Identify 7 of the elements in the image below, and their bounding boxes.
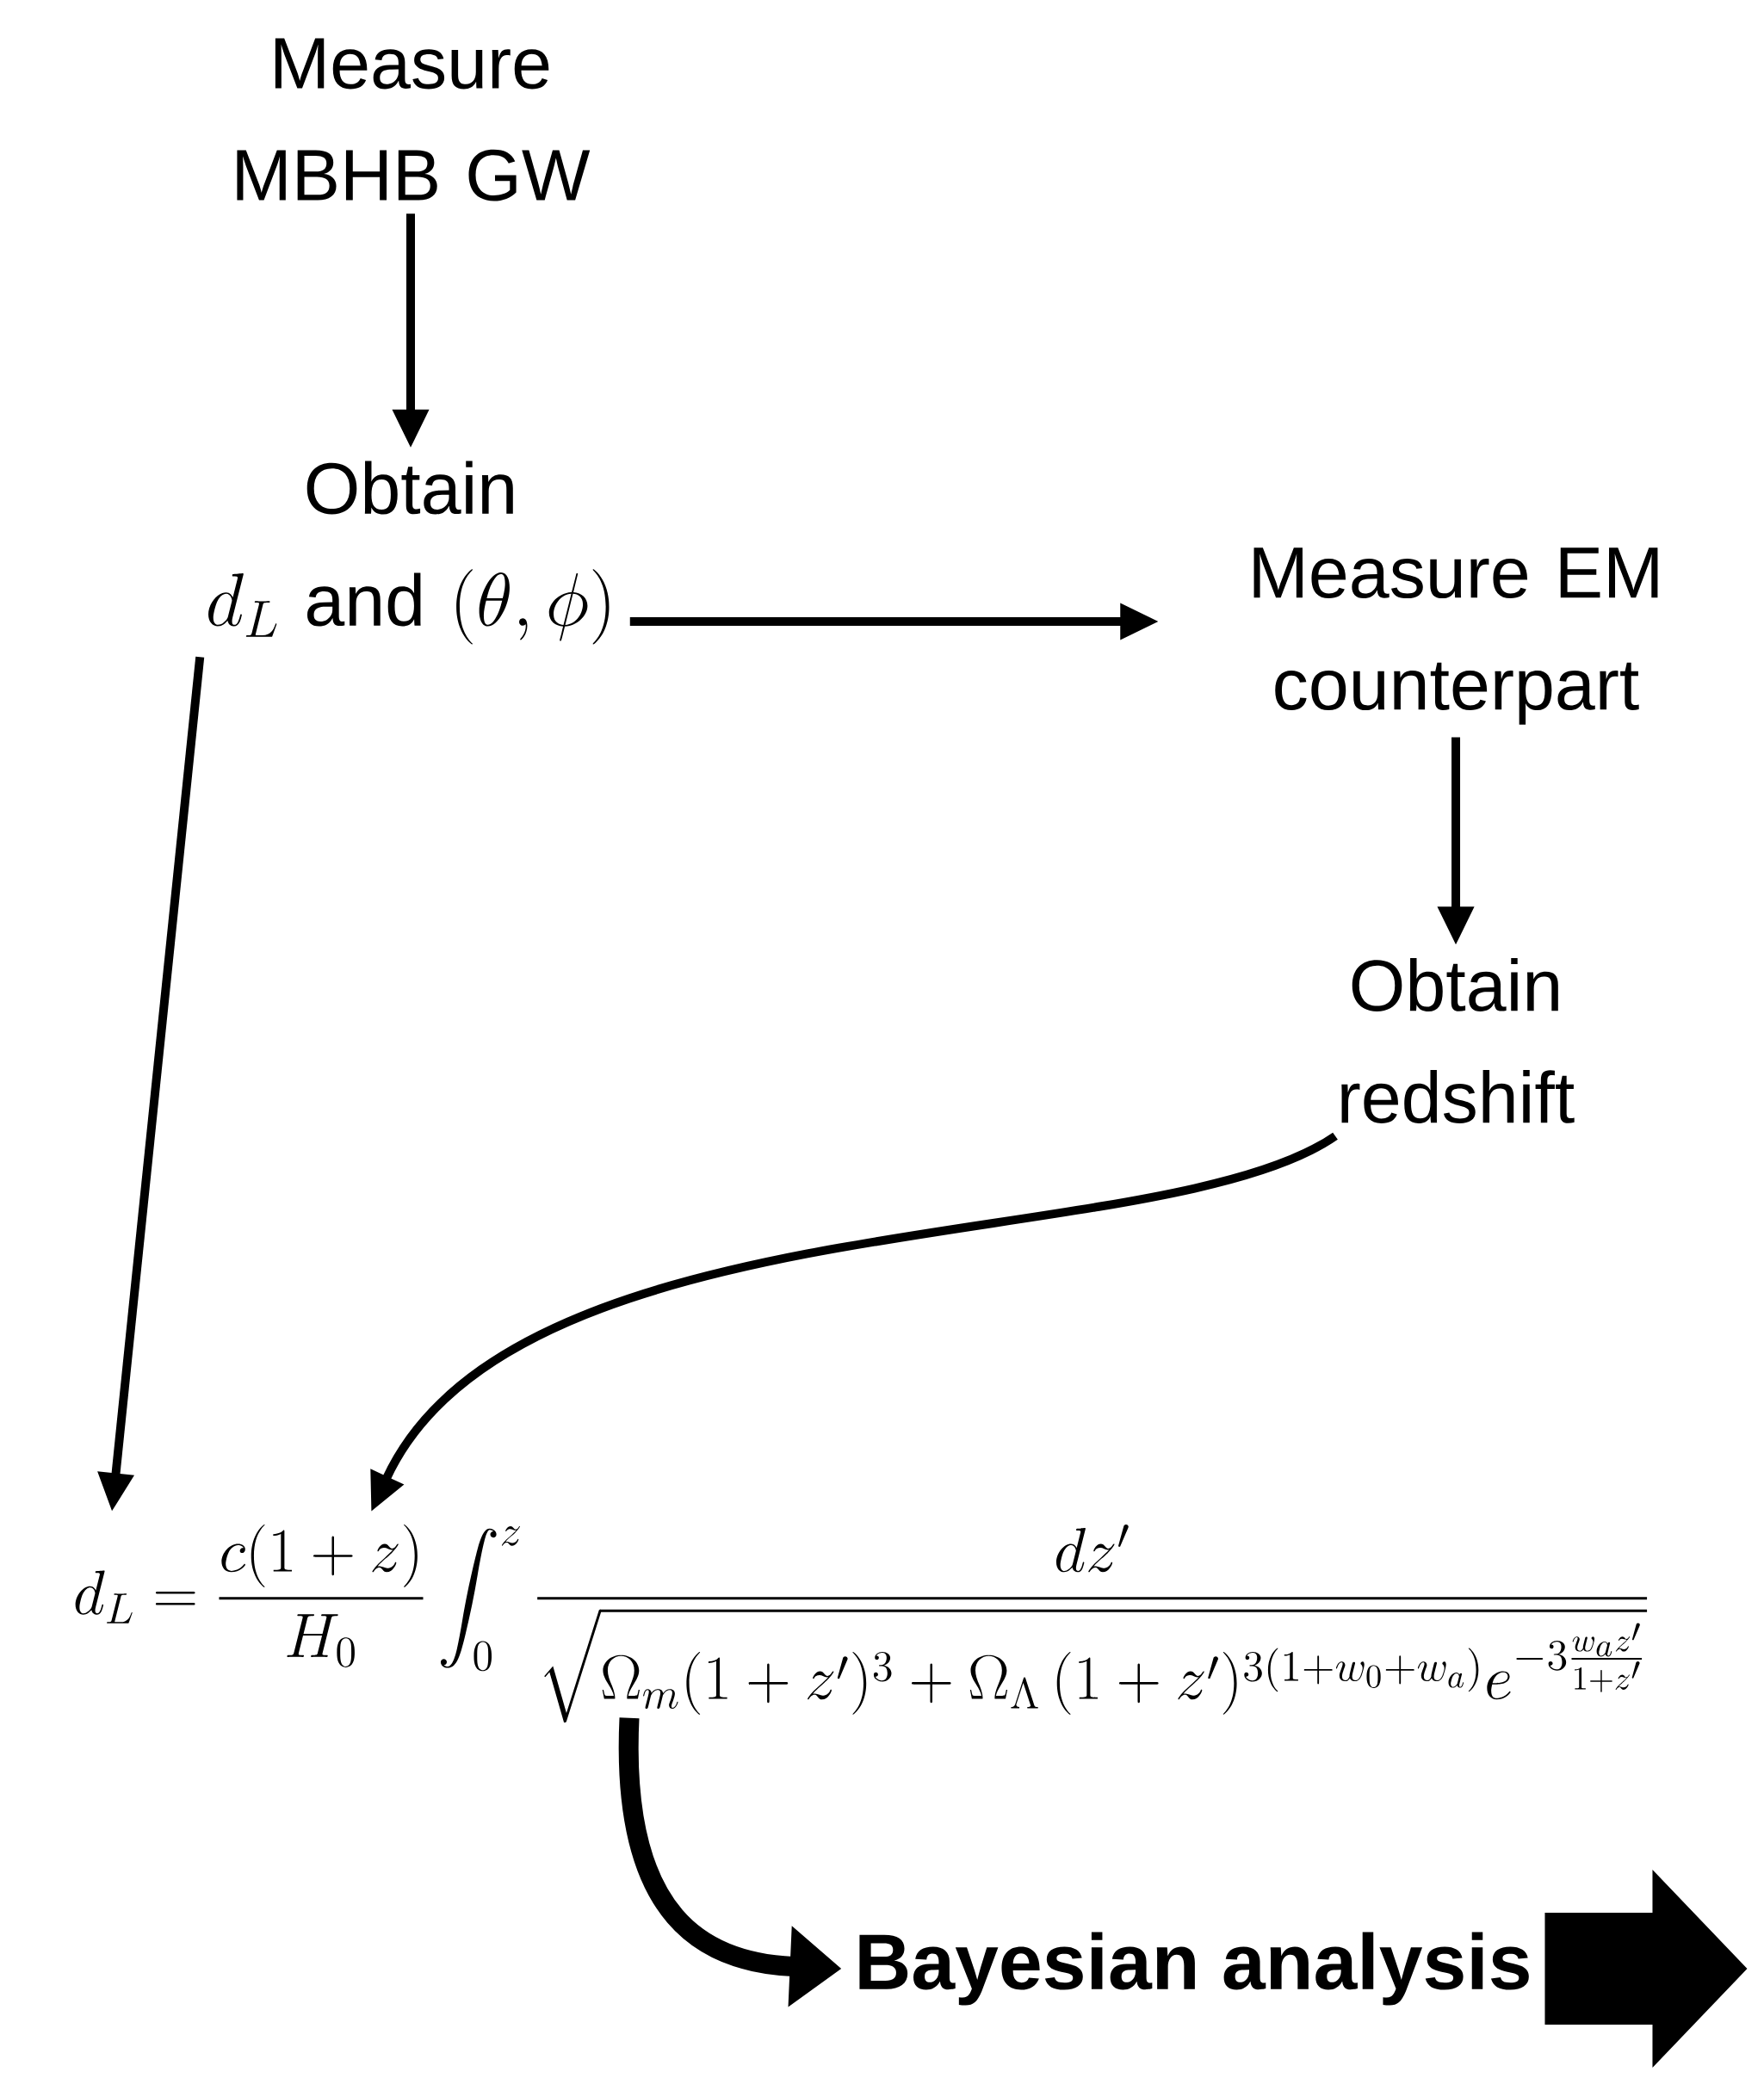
step-text: Obtain $d_L\text{ and }(\theta, \phi)$: [208, 461, 610, 645]
block-arrow: [1544, 1870, 1748, 2069]
step-text: Measure MBHB GW: [237, 38, 591, 201]
step-text: Obtain redshift: [1341, 958, 1575, 1123]
step-text: Measure EM counterpart: [1253, 547, 1658, 725]
result-text: Bayesian analysis: [859, 1932, 1529, 2006]
equation: $d_L = \frac{c(1+z)}{H_0}\int_0^z \frac{dz'}{\sqrt{\Omega_m(1+z')^3+\Omega_\Lambda\,(1+z')^{3(1+w_0+w_a)}e^{-3\frac{w_a z'}{1+z'}}}}$: [75, 1524, 1648, 1722]
